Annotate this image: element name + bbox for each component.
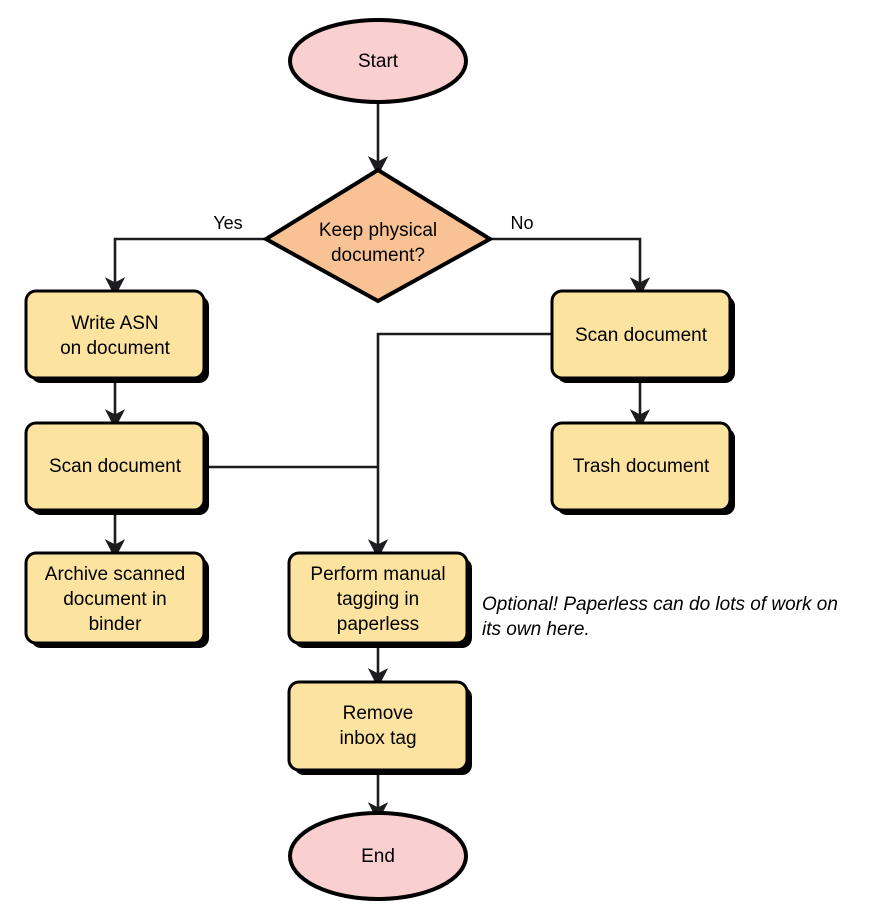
decision-label-line2: document? bbox=[331, 245, 425, 266]
edge-decision-no-to-scan-right bbox=[490, 237, 651, 297]
write-asn-label-line1: Write ASN bbox=[71, 313, 158, 334]
decision-label-line1: Keep physical bbox=[319, 220, 437, 241]
end-ellipse bbox=[288, 811, 468, 901]
edge-label-no: No bbox=[510, 213, 533, 233]
scan-left-box bbox=[24, 421, 206, 512]
archive-label-line3: binder bbox=[89, 614, 142, 635]
note-line2: its own here. bbox=[482, 619, 590, 640]
node-decision-keep-physical-document[interactable]: Keep physical document? bbox=[262, 167, 494, 304]
write-asn-label-line2: on document bbox=[60, 338, 171, 359]
start-ellipse bbox=[288, 18, 468, 104]
tagging-label-line1: Perform manual bbox=[310, 564, 445, 585]
node-perform-manual-tagging[interactable]: Perform manual tagging in paperless bbox=[287, 551, 472, 648]
trash-box bbox=[550, 421, 732, 512]
node-start[interactable]: Start bbox=[288, 18, 468, 104]
tagging-label-line2: tagging in bbox=[337, 589, 419, 610]
start-label: Start bbox=[358, 51, 399, 72]
edge-scan-right-to-tagging bbox=[367, 332, 552, 559]
node-end[interactable]: End bbox=[288, 811, 468, 901]
node-scan-document-right[interactable]: Scan document bbox=[550, 289, 735, 383]
node-write-asn-on-document[interactable]: Write ASN on document bbox=[24, 289, 209, 383]
annotation-note: Optional! Paperless can do lots of work … bbox=[482, 594, 838, 640]
scan-left-label: Scan document bbox=[49, 456, 182, 477]
trash-label: Trash document bbox=[573, 456, 710, 477]
archive-label-line2: document in bbox=[63, 589, 167, 610]
edge-label-yes: Yes bbox=[213, 213, 242, 233]
remove-inbox-label-line1: Remove bbox=[343, 703, 414, 724]
tagging-label-line3: paperless bbox=[337, 614, 419, 635]
archive-label-line1: Archive scanned bbox=[45, 564, 185, 585]
remove-inbox-box bbox=[287, 680, 469, 772]
node-scan-document-left[interactable]: Scan document bbox=[24, 421, 209, 515]
archive-box bbox=[24, 551, 206, 645]
decision-diamond bbox=[262, 167, 494, 304]
scan-right-label: Scan document bbox=[575, 325, 708, 346]
node-archive-scanned-document[interactable]: Archive scanned document in binder bbox=[24, 551, 209, 648]
remove-inbox-label-line2: inbox tag bbox=[339, 728, 416, 749]
end-label: End bbox=[361, 846, 395, 867]
tagging-box bbox=[287, 551, 469, 645]
scan-right-box bbox=[550, 289, 732, 380]
note-line1: Optional! Paperless can do lots of work … bbox=[482, 594, 838, 615]
node-remove-inbox-tag[interactable]: Remove inbox tag bbox=[287, 680, 472, 775]
edge-decision-yes-to-write-asn bbox=[104, 237, 265, 297]
write-asn-box bbox=[24, 289, 206, 380]
node-trash-document[interactable]: Trash document bbox=[550, 421, 735, 515]
